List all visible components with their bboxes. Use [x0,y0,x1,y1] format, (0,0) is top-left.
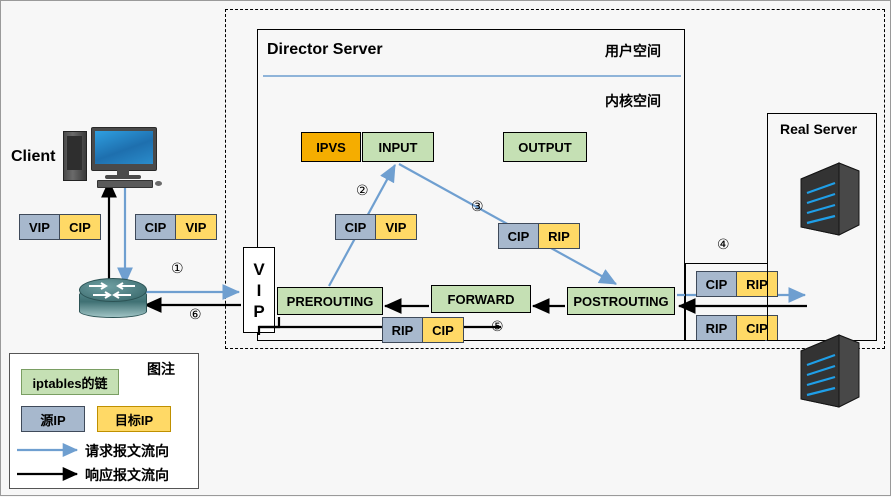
packet-label-step3: CIP RIP [498,223,580,249]
chain-input[interactable]: INPUT [362,132,434,162]
packet-dst: CIP [60,215,100,239]
director-server-title: Director Server [267,41,383,58]
packet-label-rs-in: CIP RIP [696,271,778,297]
director-server-box [257,29,685,341]
chain-ipvs[interactable]: IPVS [301,132,361,162]
packet-src: CIP [499,224,539,248]
monitor-neck [117,169,129,175]
packet-src: CIP [336,215,376,239]
packet-label-step5: RIP CIP [382,317,464,343]
legend-arrow-icons [17,442,79,482]
real-server-icon-1 [799,161,861,237]
monitor-screen [95,131,153,164]
chain-prerouting[interactable]: PREROUTING [277,287,383,315]
real-server-box [767,113,877,341]
real-server-connector-top [685,263,767,264]
vip-letter-i: I [256,280,262,300]
real-server-label: Real Server [780,121,858,137]
vip-letter-p: P [253,301,265,321]
packet-src: VIP [20,215,60,239]
legend-chain-item: iptables的链 [21,369,119,395]
chain-postrouting[interactable]: POSTROUTING [567,287,675,315]
packet-label-client-request: CIP VIP [135,214,217,240]
monitor-icon [91,127,157,171]
packet-dst: VIP [376,215,416,239]
packet-dst: CIP [737,316,777,340]
legend-response-flow-label: 响应报文流向 [85,467,169,483]
diagram-outer-frame [225,9,885,349]
mouse-icon [155,181,162,186]
kernel-space-label: 内核空间 [605,93,661,109]
packet-src: RIP [383,318,423,342]
monitor-base [105,175,141,179]
legend-request-flow-label: 请求报文流向 [85,443,169,459]
chain-forward[interactable]: FORWARD [431,285,531,313]
packet-dst: RIP [539,224,579,248]
packet-label-rs-out: RIP CIP [696,315,778,341]
legend-dst-item: 目标IP [97,406,171,432]
step-number-6: ⑥ [189,307,202,323]
packet-dst: VIP [176,215,216,239]
pc-tower-bay [67,136,82,170]
packet-src: CIP [697,272,737,296]
client-computer-icon [63,127,163,188]
step-number-3: ③ [471,199,484,215]
step-number-1: ① [171,261,184,277]
router-top [79,278,147,302]
packet-src: RIP [697,316,737,340]
packet-dst: RIP [737,272,777,296]
legend-title: 图注 [147,361,175,377]
legend-src-item: 源IP [21,406,85,432]
router-arrows-icon [89,282,135,299]
packet-dst: CIP [423,318,463,342]
client-label: Client [11,148,56,165]
user-space-label: 用户空间 [605,43,661,59]
step-number-5: ⑤ [491,319,504,335]
step-number-2: ② [356,183,369,199]
chain-output[interactable]: OUTPUT [503,132,587,162]
keyboard-icon [97,180,153,188]
real-server-connector-bottom [685,340,765,341]
step-number-4: ④ [717,237,730,253]
vip-letter-v: V [253,259,265,279]
router-icon [79,278,147,318]
real-server-icon-2 [799,333,861,409]
pc-tower-icon [63,131,87,181]
vip-interface-box: V I P [243,247,275,333]
packet-label-step2: CIP VIP [335,214,417,240]
real-server-connector-frame [685,263,686,341]
user-kernel-divider [263,75,681,77]
packet-label-client-response: VIP CIP [19,214,101,240]
packet-src: CIP [136,215,176,239]
